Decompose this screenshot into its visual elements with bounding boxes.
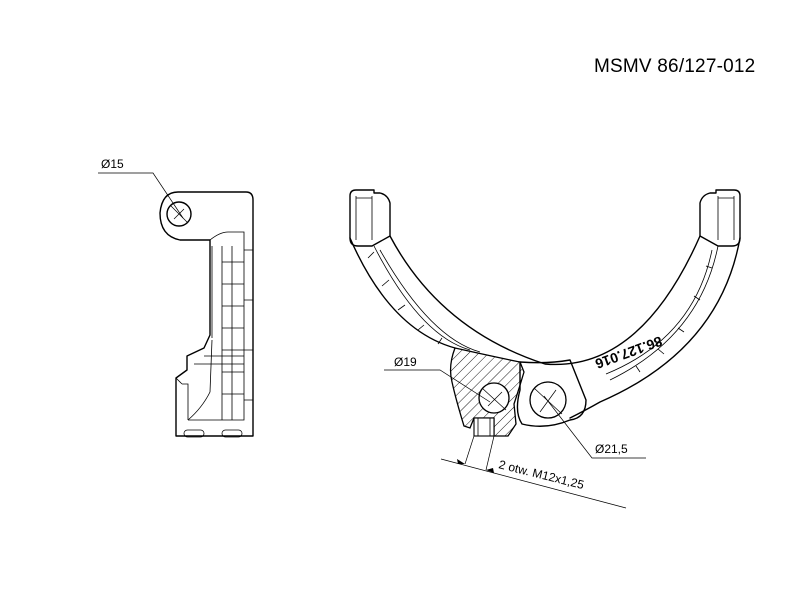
front-view: Ø19 Ø21,5 2 otw. M12x1,25 86.127.016 (349, 189, 741, 509)
side-bottom-hole-1 (183, 429, 205, 438)
fork-inner-arc (389, 235, 701, 366)
side-bottom-hole-2 (221, 429, 243, 438)
side-view: Ø15 (98, 157, 254, 438)
fork-right-prong (699, 189, 741, 247)
threaded-bore (473, 417, 495, 437)
dim-hole-right: Ø21,5 (595, 442, 628, 456)
side-view-outline (159, 191, 254, 437)
dim-hole-left: Ø19 (394, 355, 417, 369)
fork-left-prong (349, 189, 391, 247)
dim-hole-side: Ø15 (101, 157, 124, 171)
drawing-title: MSMV 86/127-012 (594, 56, 756, 77)
side-eye-hole (166, 201, 192, 227)
part-marking: 86.127.016 (593, 333, 665, 372)
fork-outer-arc (349, 237, 456, 349)
dim-thread: 2 otw. M12x1,25 (497, 457, 585, 492)
